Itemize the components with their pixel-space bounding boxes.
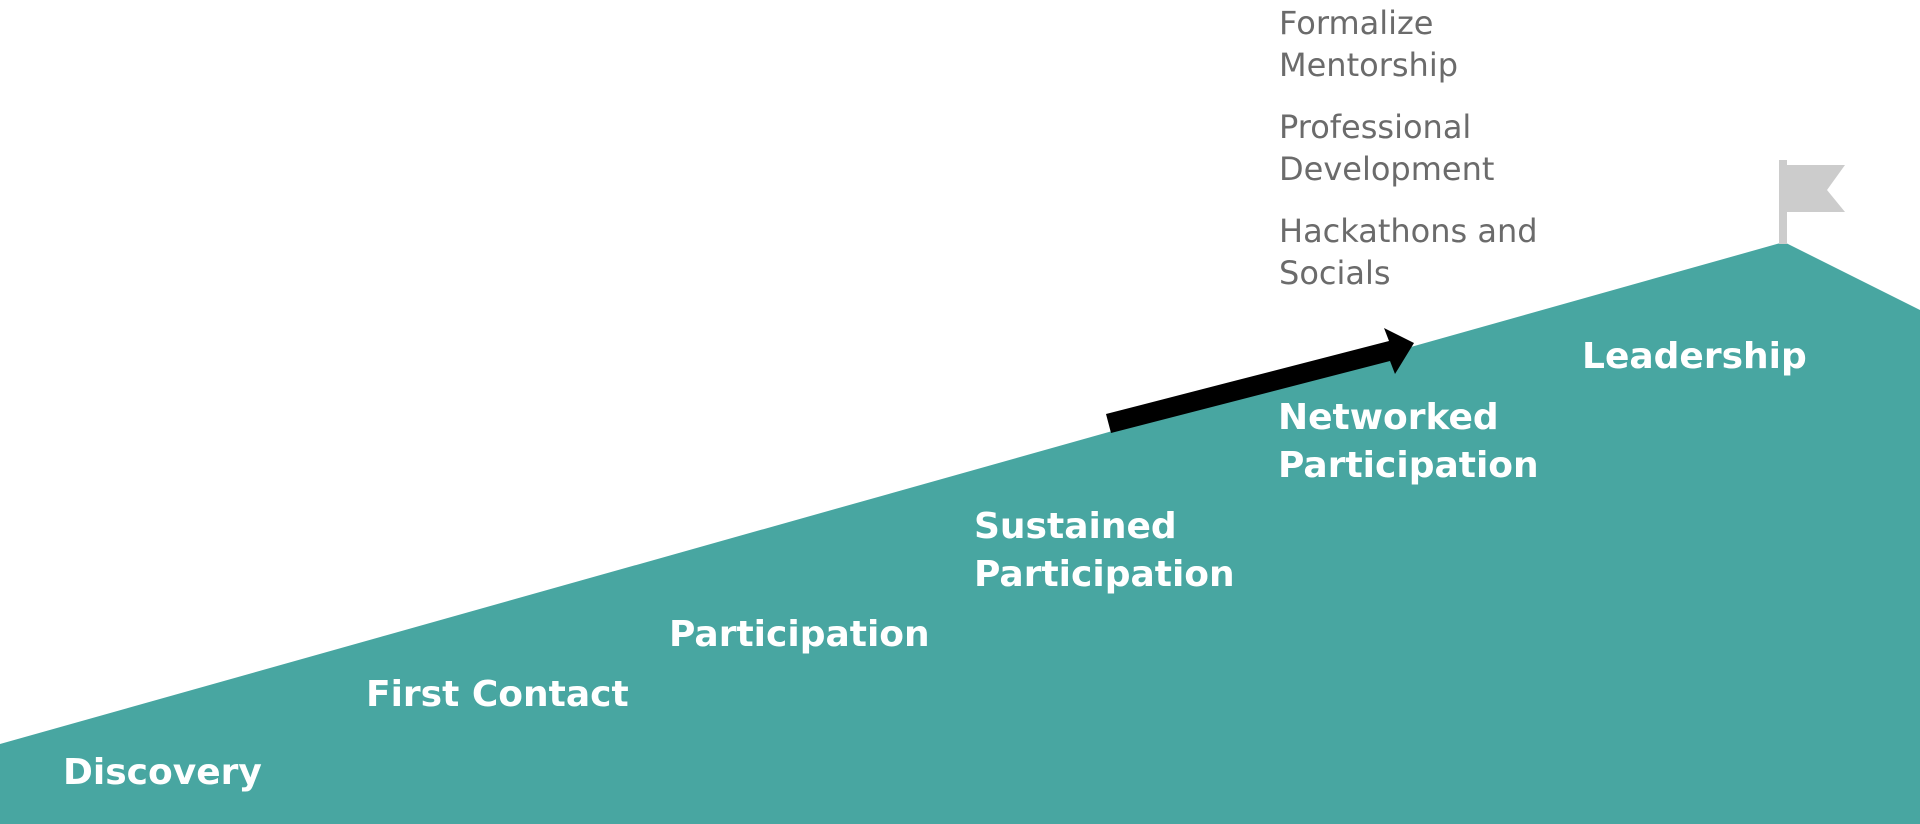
note-item: Formalize Mentorship <box>1279 2 1538 86</box>
flag-icon <box>1779 160 1845 244</box>
note-line-1: Hackathons and <box>1279 212 1538 250</box>
stage-label-line-2: Participation <box>1278 445 1539 486</box>
activity-notes: Formalize Mentorship Professional Develo… <box>1279 2 1538 314</box>
note-line-2: Socials <box>1279 254 1391 292</box>
note-line-1: Formalize <box>1279 4 1434 42</box>
note-line-2: Development <box>1279 150 1495 188</box>
stage-networked-participation: Networked Participation <box>1278 394 1539 490</box>
stage-label-line-2: Participation <box>974 554 1235 595</box>
note-item: Hackathons and Socials <box>1279 210 1538 294</box>
stage-label-line-1: Sustained <box>974 506 1177 547</box>
stage-discovery: Discovery <box>63 749 262 797</box>
stage-label: Leadership <box>1582 336 1807 377</box>
arrow-icon <box>1106 328 1414 433</box>
note-line-2: Mentorship <box>1279 46 1459 84</box>
stage-sustained-participation: Sustained Participation <box>974 503 1235 599</box>
note-line-1: Professional <box>1279 108 1472 146</box>
stage-label: Discovery <box>63 752 262 793</box>
stage-label: First Contact <box>366 674 629 715</box>
stage-label-line-1: Networked <box>1278 397 1499 438</box>
stage-label: Participation <box>669 614 930 655</box>
stage-first-contact: First Contact <box>366 671 629 719</box>
mountain-slope <box>0 242 1920 824</box>
stage-leadership: Leadership <box>1582 333 1807 381</box>
stage-participation: Participation <box>669 611 930 659</box>
note-item: Professional Development <box>1279 106 1538 190</box>
